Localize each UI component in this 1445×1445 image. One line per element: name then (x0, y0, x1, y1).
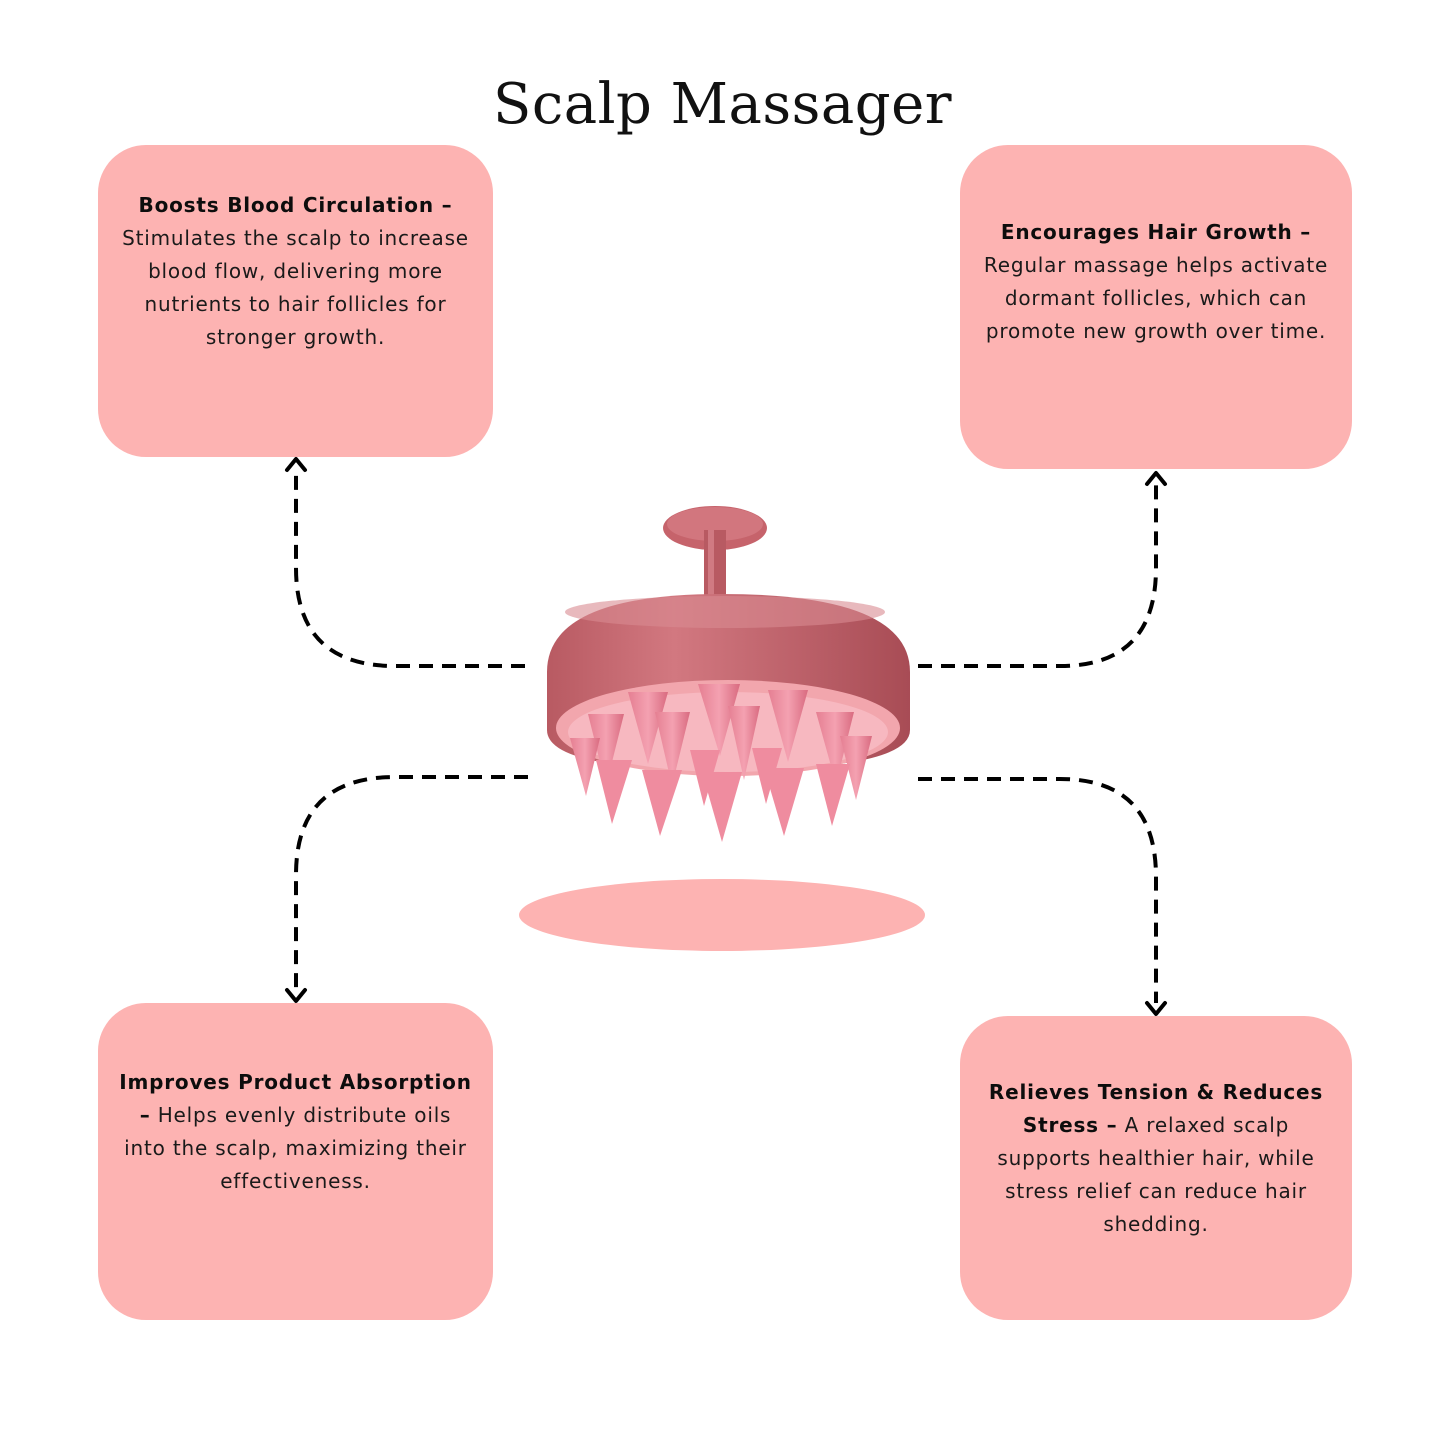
benefit-text: Relieves Tension & Reduces Stress – A re… (978, 1076, 1334, 1241)
benefit-heading: Boosts Blood Circulation – (138, 192, 453, 217)
arrowhead-up-left (285, 457, 307, 472)
benefit-body: Helps evenly distribute oils into the sc… (124, 1102, 467, 1193)
connector-arrow-top-right (918, 482, 1158, 668)
benefit-heading: Encourages Hair Growth – (1000, 220, 1312, 244)
page-title: Scalp Massager (492, 72, 953, 137)
benefit-text: Improves Product Absorption – Helps even… (116, 1066, 475, 1198)
arrowhead-down-left (285, 988, 307, 1003)
arrowhead-down-right (1145, 1001, 1167, 1016)
benefit-body: A relaxed scalp supports healthier hair,… (997, 1112, 1315, 1236)
connector-arrow-top-left (294, 468, 525, 668)
arrowhead-up-right (1145, 471, 1167, 486)
connector-arrow-bottom-left (294, 775, 528, 990)
scalp-massager-brush-icon (547, 506, 910, 842)
benefit-body: Stimulates the scalp to increase blood f… (122, 225, 469, 349)
benefit-card-hair-growth: Encourages Hair Growth – Regular massage … (960, 145, 1352, 469)
connector-arrow-bottom-right (918, 777, 1158, 1003)
benefit-heading: Relieves Tension & Reduces Stress – (988, 1079, 1324, 1137)
benefit-text: Encourages Hair Growth – Regular massage … (978, 216, 1334, 348)
benefit-text: Boosts Blood Circulation – Stimulates the… (116, 189, 475, 354)
product-shadow (519, 879, 925, 951)
benefit-heading: Improves Product Absorption – (119, 1069, 472, 1127)
benefit-card-product-absorption: Improves Product Absorption – Helps even… (98, 1003, 493, 1320)
benefit-body: Regular massage helps activate dormant f… (983, 253, 1329, 343)
benefit-card-stress-relief: Relieves Tension & Reduces Stress – A re… (960, 1016, 1352, 1320)
benefit-card-blood-circulation: Boosts Blood Circulation – Stimulates the… (98, 145, 493, 457)
